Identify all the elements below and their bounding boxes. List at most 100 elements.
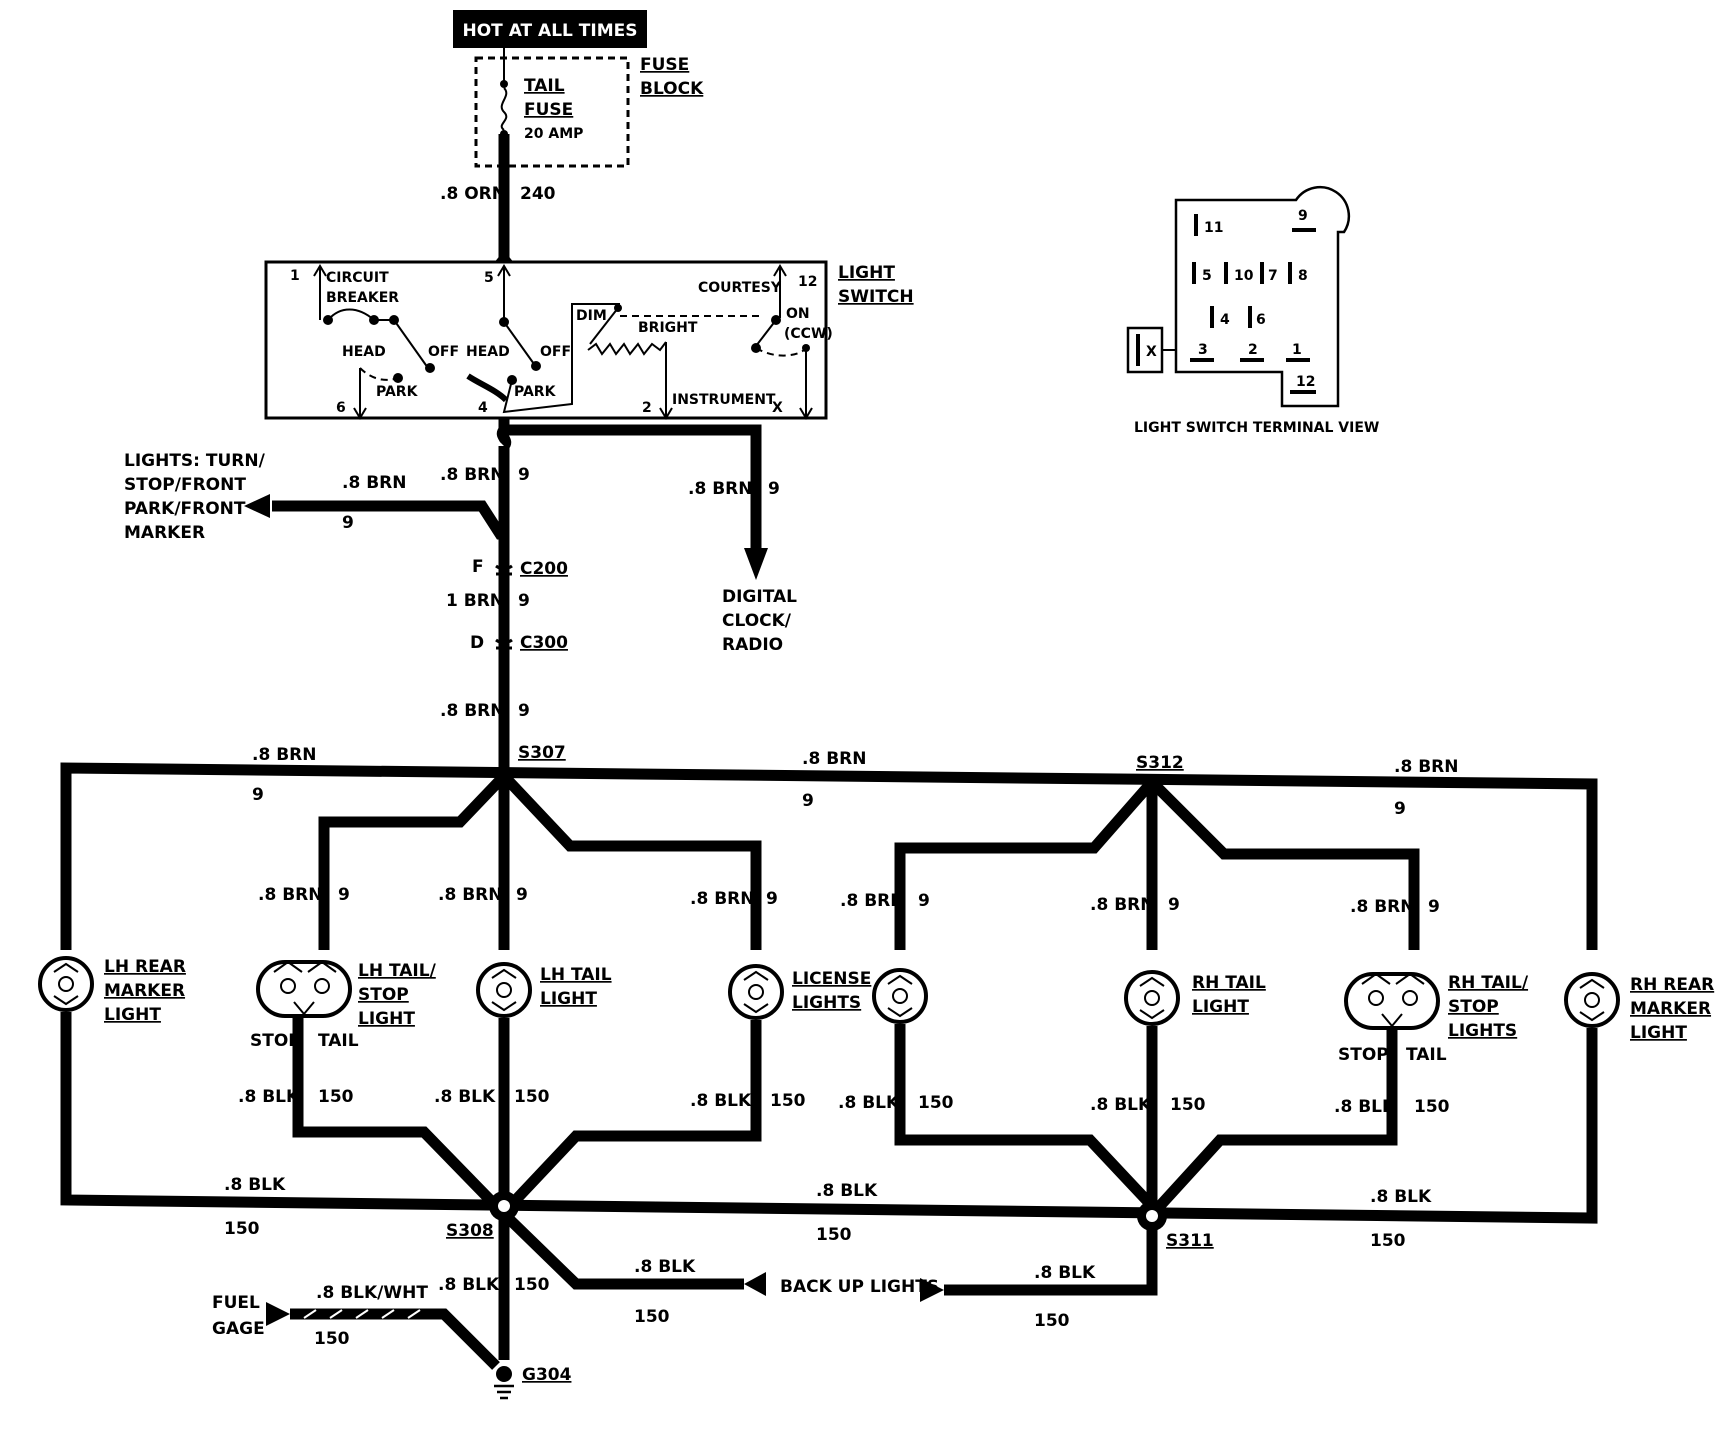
light-switch: LIGHT SWITCH 1 CIRCUIT BREAKER HEAD OFF … (264, 260, 914, 420)
license-blk-circuit: 150 (770, 1091, 806, 1111)
rh-tail-stop-brn-gauge: .8 BRN (1350, 897, 1414, 917)
bus-blk-right-circuit: 150 (1370, 1231, 1406, 1251)
pin-3: 3 (1198, 342, 1208, 358)
pin-4: 4 (1220, 312, 1230, 328)
lamp5-blk-gauge: .8 BLK (838, 1093, 900, 1113)
bright-label: BRIGHT (638, 320, 698, 336)
park-mid-label: PARK (514, 384, 557, 400)
splice-s312: S312 (1136, 753, 1184, 773)
backup-lights-label: BACK UP LIGHTS (780, 1277, 939, 1297)
lamp-lh-tail-stop (256, 960, 352, 1018)
lower-brn-gauge: .8 BRN (440, 701, 504, 721)
bus-blk-middle-gauge: .8 BLK (816, 1181, 878, 1201)
front-lights-3: PARK/FRONT (124, 499, 246, 519)
main-brn-circuit: 9 (518, 465, 530, 485)
front-lights-circuit: 9 (342, 513, 354, 533)
license-blk-gauge: .8 BLK (690, 1091, 752, 1111)
on-label: ON (786, 306, 810, 322)
rh-tail-1: RH TAIL (1192, 973, 1266, 993)
license-brn-gauge: .8 BRN (690, 889, 754, 909)
lamp-rh-tail-stop (1344, 972, 1440, 1030)
pin-2: 2 (1248, 342, 1258, 358)
lh-stop-label: STOP (250, 1031, 301, 1051)
lh-rear-marker-1: LH REAR (104, 957, 186, 977)
lamp-lh-tail (476, 962, 532, 1018)
brn-trunk (244, 418, 768, 788)
fuse-block-title-2: BLOCK (640, 79, 704, 99)
tail-fuse-label-1: TAIL (524, 76, 565, 96)
lh-rear-marker-3: LIGHT (104, 1005, 161, 1025)
lamp-lh-rear-marker (38, 956, 94, 1012)
terminal-5: 5 (484, 270, 494, 286)
bus-blk-middle-circuit: 150 (816, 1225, 852, 1245)
hot-at-all-times-label: HOT AT ALL TIMES (463, 21, 638, 41)
pin-12: 12 (1296, 374, 1315, 390)
front-lights-gauge: .8 BRN (342, 473, 406, 493)
terminal-2: 2 (642, 400, 652, 416)
bus-brn-middle-circuit: 9 (802, 791, 814, 811)
instrument-label: INSTRUMENT (672, 392, 776, 408)
blk-bus (60, 1012, 1598, 1370)
lh-tail-stop-1: LH TAIL/ (358, 961, 437, 981)
tail-fuse-label-2: FUSE (524, 100, 573, 120)
splice-s311: S311 (1166, 1231, 1214, 1251)
rh-tail-stop-2: STOP (1448, 997, 1499, 1017)
clock-circuit: 9 (768, 479, 780, 499)
lower-brn-circuit: 9 (518, 701, 530, 721)
terminal-1: 1 (290, 268, 300, 284)
terminal-6: 6 (336, 400, 346, 416)
rh-tail-stop-brn-circuit: 9 (1428, 897, 1440, 917)
lh-tail-stop-blk-circuit: 150 (318, 1087, 354, 1107)
front-lights-2: STOP/FRONT (124, 475, 246, 495)
off-mid-label: OFF (540, 344, 571, 360)
lamp5-brn-gauge: .8 BRN (840, 891, 904, 911)
lh-tail-stop-2: STOP (358, 985, 409, 1005)
lh-tail-stop-brn-circuit: 9 (338, 885, 350, 905)
pin-6: 6 (1256, 312, 1266, 328)
ground-wire-circuit: 150 (514, 1275, 550, 1295)
fuel-gage-1: FUEL (212, 1293, 260, 1313)
c300-pin: D (470, 633, 484, 653)
clock-label-1: DIGITAL (722, 587, 797, 607)
rh-rear-marker-2: MARKER (1630, 999, 1711, 1019)
lh-tail-blk-circuit: 150 (514, 1087, 550, 1107)
rh-tail-stop-blk-gauge: .8 BLK (1334, 1097, 1396, 1117)
feed-wire-gauge: .8 ORN (440, 184, 506, 204)
fuel-gage-2: GAGE (212, 1319, 265, 1339)
rh-tail-label: TAIL (1406, 1045, 1447, 1065)
rh-tail-stop-3: LIGHTS (1448, 1021, 1517, 1041)
license-2: LIGHTS (792, 993, 861, 1013)
rh-tail-stop-1: RH TAIL/ (1448, 973, 1529, 993)
main-brn-gauge: .8 BRN (440, 465, 504, 485)
mid-wire-gauge: 1 BRN (446, 591, 504, 611)
pin-8: 8 (1298, 268, 1308, 284)
c200-pin: F (472, 557, 484, 577)
license-brn-circuit: 9 (766, 889, 778, 909)
fuel-gage-gauge: .8 BLK/WHT (316, 1283, 428, 1303)
terminal-x: X (772, 400, 783, 416)
front-lights-1: LIGHTS: TURN/ (124, 451, 266, 471)
hot-at-all-times-banner: HOT AT ALL TIMES (453, 10, 647, 48)
rh-stop-label: STOP (1338, 1045, 1389, 1065)
c300-label: C300 (520, 633, 568, 653)
lamp5-brn-circuit: 9 (918, 891, 930, 911)
off-left-label: OFF (428, 344, 459, 360)
fuse-block: TAIL FUSE 20 AMP FUSE BLOCK (474, 48, 704, 168)
lh-tail-label: TAIL (318, 1031, 359, 1051)
pin-11: 11 (1204, 220, 1223, 236)
splice-s307: S307 (518, 743, 566, 763)
lh-tail-1: LH TAIL (540, 965, 612, 985)
head-mid-label: HEAD (466, 344, 510, 360)
lh-tail-brn-gauge: .8 BRN (438, 885, 502, 905)
c200-label: C200 (520, 559, 568, 579)
terminal-view-caption: LIGHT SWITCH TERMINAL VIEW (1134, 420, 1379, 436)
ground-wire-gauge: .8 BLK (438, 1275, 500, 1295)
courtesy-label: COURTESY (698, 280, 782, 296)
backup-right-gauge: .8 BLK (1034, 1263, 1096, 1283)
pin-9: 9 (1298, 208, 1308, 224)
pin-1: 1 (1292, 342, 1302, 358)
dim-label: DIM (576, 308, 607, 324)
fuse-block-title-1: FUSE (640, 55, 689, 75)
lamp-5 (872, 968, 928, 1024)
front-lights-4: MARKER (124, 523, 205, 543)
